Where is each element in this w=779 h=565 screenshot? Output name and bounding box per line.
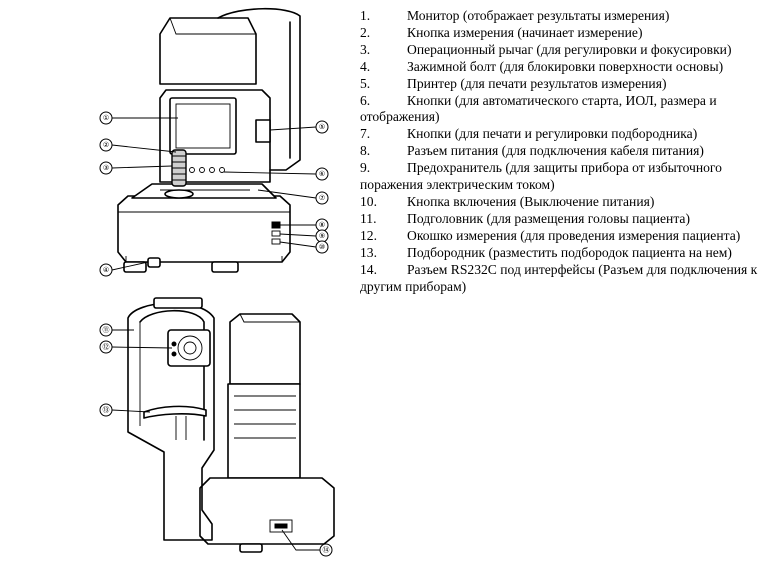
device-side-view	[127, 297, 335, 553]
legend-item: 9.Предохранитель (для защиты прибора от …	[360, 160, 770, 194]
callout-5: ⑤	[315, 120, 329, 134]
svg-text:⑥: ⑥	[319, 170, 325, 178]
legend-number: 3.	[360, 41, 371, 57]
legend-text: Предохранитель (для защиты прибора от из…	[360, 160, 722, 193]
svg-text:⑩: ⑩	[319, 243, 325, 251]
legend-number: 4.	[360, 58, 371, 74]
svg-text:⑦: ⑦	[319, 194, 325, 202]
svg-text:⑭: ⑭	[323, 546, 330, 554]
legend-text: Кнопки (для печати и регулировки подборо…	[407, 126, 698, 142]
callout-13: ⑬	[99, 403, 113, 417]
callout-4: ④	[99, 263, 113, 277]
device-front-view	[117, 7, 301, 273]
legend-item: 7. Кнопки (для печати и регулировки подбо…	[360, 126, 770, 143]
svg-text:②: ②	[103, 141, 109, 149]
callout-9: ⑨	[315, 229, 329, 243]
legend-text: Операционный рычаг (для регулировки и фо…	[407, 41, 732, 57]
legend-number: 2.	[360, 24, 371, 40]
legend-item: 2. Кнопка измерения (начинает измерение)	[360, 25, 770, 42]
top-leader-lines	[111, 117, 317, 271]
parts-legend: 1. Монитор (отображает результаты измерен…	[360, 8, 770, 295]
legend-text: Подбородник (разместить подбородок пацие…	[407, 244, 732, 260]
callout-1: ①	[99, 111, 113, 125]
callout-6: ⑥	[315, 167, 329, 181]
legend-item: 8. Разъем питания (для подключения кабеля…	[360, 143, 770, 160]
legend-text: Окошко измерения (для проведения измерен…	[407, 227, 741, 243]
legend-number: 7.	[360, 126, 371, 142]
legend-text: Разъем питания (для подключения кабеля п…	[407, 143, 704, 159]
legend-number: 6.	[360, 92, 371, 108]
callout-8: ⑧	[315, 218, 329, 232]
legend-item: 1. Монитор (отображает результаты измерен…	[360, 8, 770, 25]
svg-text:⑪: ⑪	[103, 326, 110, 334]
legend-number: 14.	[360, 261, 377, 277]
legend-text: Монитор (отображает результаты измерения…	[407, 8, 670, 23]
callout-10: ⑩	[315, 240, 329, 254]
callout-11: ⑪	[99, 323, 113, 337]
legend-item: 3. Операционный рычаг (для регулировки и …	[360, 42, 770, 59]
callout-3: ③	[99, 161, 113, 175]
legend-number: 12.	[360, 227, 377, 243]
callout-2: ②	[99, 138, 113, 152]
legend-number: 10.	[360, 193, 377, 209]
legend-number: 11.	[360, 210, 377, 226]
legend-text: Разъем RS232C под интерфейсы (Разъем для…	[360, 261, 758, 294]
callout-12: ⑫	[99, 340, 113, 354]
svg-text:③: ③	[103, 164, 109, 172]
legend-item: 10. Кнопка включения (Выключение питания)	[360, 194, 770, 211]
legend-text: Принтер (для печати результатов измерени…	[407, 75, 667, 91]
legend-number: 8.	[360, 143, 371, 159]
legend-number: 13.	[360, 244, 377, 260]
legend-item: 12. Окошко измерения (для проведения изме…	[360, 228, 770, 245]
svg-text:⑫: ⑫	[103, 343, 110, 351]
bottom-leader-lines	[111, 329, 320, 551]
legend-item: 14.Разъем RS232C под интерфейсы (Разъем …	[360, 262, 770, 296]
svg-text:⑨: ⑨	[319, 232, 325, 240]
legend-text: Кнопки (для автоматического старта, ИОЛ,…	[360, 92, 717, 125]
legend-item: 5. Принтер (для печати результатов измере…	[360, 76, 770, 93]
legend-text: Подголовник (для размещения головы пацие…	[407, 210, 690, 226]
legend-text: Зажимной болт (для блокировки поверхност…	[407, 58, 724, 74]
legend-item: 13. Подбородник (разместить подбородок па…	[360, 245, 770, 262]
svg-text:⑧: ⑧	[319, 221, 325, 229]
device-diagram: ① ② ③ ④ ⑤ ⑥ ⑦ ⑧ ⑨ ⑩ ⑪ ⑫ ⑬ ⑭	[99, 7, 335, 557]
legend-item: 11. Подголовник (для размещения головы па…	[360, 211, 770, 228]
svg-text:⑬: ⑬	[103, 406, 110, 414]
svg-text:⑤: ⑤	[319, 123, 325, 131]
legend-text: Кнопка включения (Выключение питания)	[407, 193, 655, 209]
legend-item: 4. Зажимной болт (для блокировки поверхно…	[360, 59, 770, 76]
legend-number: 9.	[360, 160, 371, 176]
legend-number: 5.	[360, 75, 371, 91]
legend-text: Кнопка измерения (начинает измерение)	[407, 24, 643, 40]
legend-item: 6.Кнопки (для автоматического старта, ИО…	[360, 93, 770, 127]
legend-number: 1.	[360, 8, 371, 23]
callout-14: ⑭	[319, 543, 333, 557]
callout-7: ⑦	[315, 191, 329, 205]
svg-text:①: ①	[103, 114, 109, 122]
svg-text:④: ④	[103, 266, 109, 274]
